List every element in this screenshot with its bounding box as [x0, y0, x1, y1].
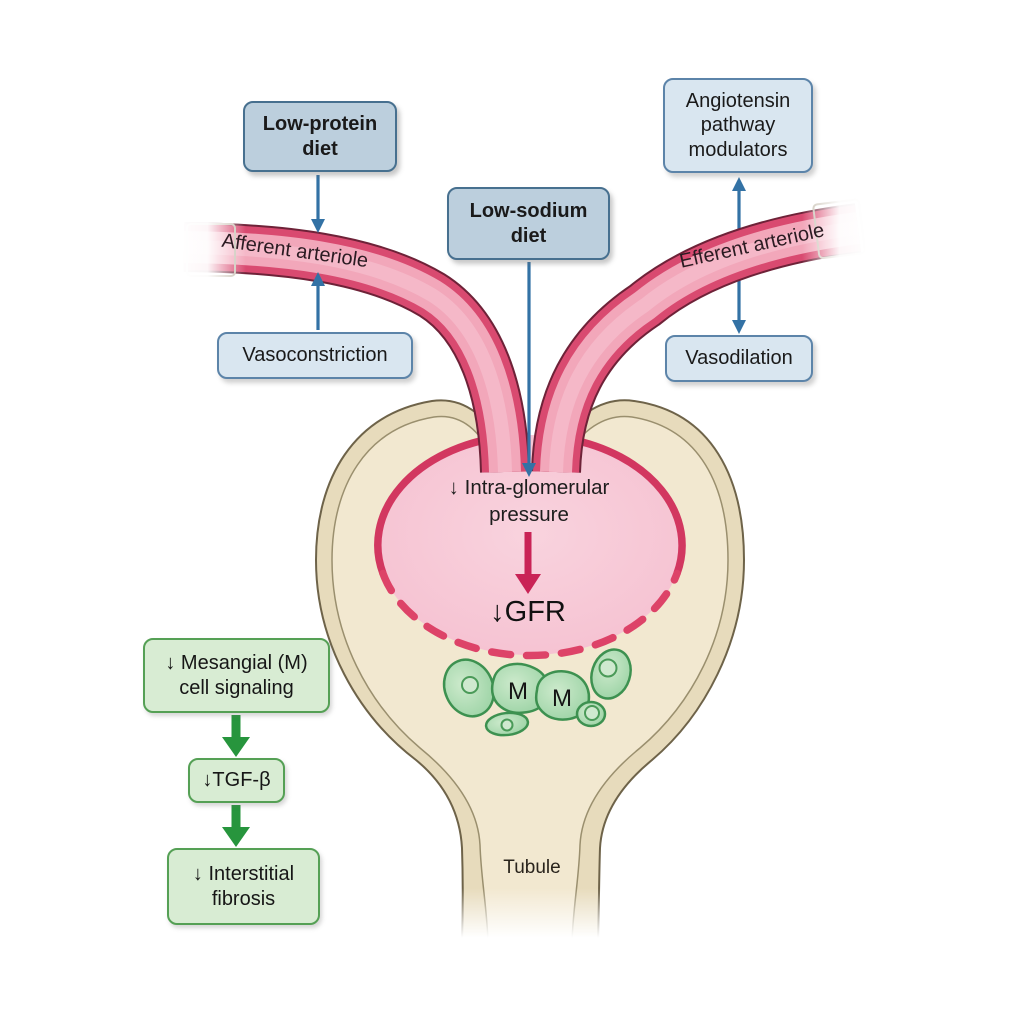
vasoconstriction-label: Vasoconstriction [242, 344, 388, 367]
blue-arrow-low-sodium-to-glomerulus [522, 262, 536, 477]
down-arrowhead-icon [732, 320, 746, 334]
glomerulus-border-left [374, 433, 502, 575]
up-arrowhead-icon [311, 272, 325, 286]
angiotensin-modulators-box: Angiotensin pathway modulators [663, 78, 813, 173]
glomerulus-border-dashed [379, 569, 681, 660]
cell-nucleus [461, 676, 479, 694]
low-sodium-diet-box: Low-sodium diet [447, 187, 610, 260]
vasodilation-label: Vasodilation [685, 347, 793, 370]
efferent-arteriole-vessel [531, 203, 862, 474]
efferent-fade [802, 192, 870, 264]
interstitial-fibrosis-box: ↓ Interstitial fibrosis [167, 848, 320, 925]
low-protein-diet-box: Low-protein diet [243, 101, 397, 172]
intraglomerular-pressure-label: ↓ Intra-glomerular pressure [448, 476, 610, 526]
up-arrowhead-icon [732, 177, 746, 191]
mesangial-signaling-box: ↓ Mesangial (M) cell signaling [143, 638, 330, 713]
low-protein-diet-label: Low-protein diet [262, 113, 378, 160]
angiotensin-modulators-label: Angiotensin pathway modulators [685, 89, 791, 161]
blue-arrow-low-protein-to-afferent [311, 175, 325, 233]
cell-nucleus [598, 658, 618, 678]
cell-nucleus [500, 718, 514, 732]
low-sodium-diet-label: Low-sodium diet [469, 200, 588, 247]
blue-arrow-vasoconstriction-to-afferent [311, 272, 325, 330]
gfr-label: ↓GFR [490, 595, 566, 628]
down-arrowhead-icon [222, 827, 250, 847]
tgf-beta-box: ↓TGF-β [188, 758, 285, 803]
down-arrowhead-icon [515, 574, 541, 594]
mesangial-cells [442, 648, 632, 737]
glomerulus-border-right [568, 435, 686, 575]
tubule-label: Tubule [503, 857, 561, 878]
afferent-arteriole-vessel [183, 222, 530, 473]
down-arrowhead-icon [311, 219, 325, 233]
vasodilation-box: Vasodilation [665, 335, 813, 382]
down-arrowhead-icon [222, 737, 250, 757]
green-arrow-mesangial-to-tgf [222, 715, 250, 757]
vasoconstriction-box: Vasoconstriction [217, 332, 413, 379]
mesangial-cell-m-label: M [552, 685, 572, 712]
mesangial-cell-m-label: M [508, 678, 528, 705]
afferent-fade [176, 214, 246, 284]
green-arrow-tgf-to-fibrosis [222, 805, 250, 847]
crimson-arrow-pressure-to-gfr [515, 532, 541, 594]
down-arrowhead-icon [522, 463, 536, 477]
cell-nucleus [584, 705, 600, 721]
tubule-fade [445, 888, 615, 950]
